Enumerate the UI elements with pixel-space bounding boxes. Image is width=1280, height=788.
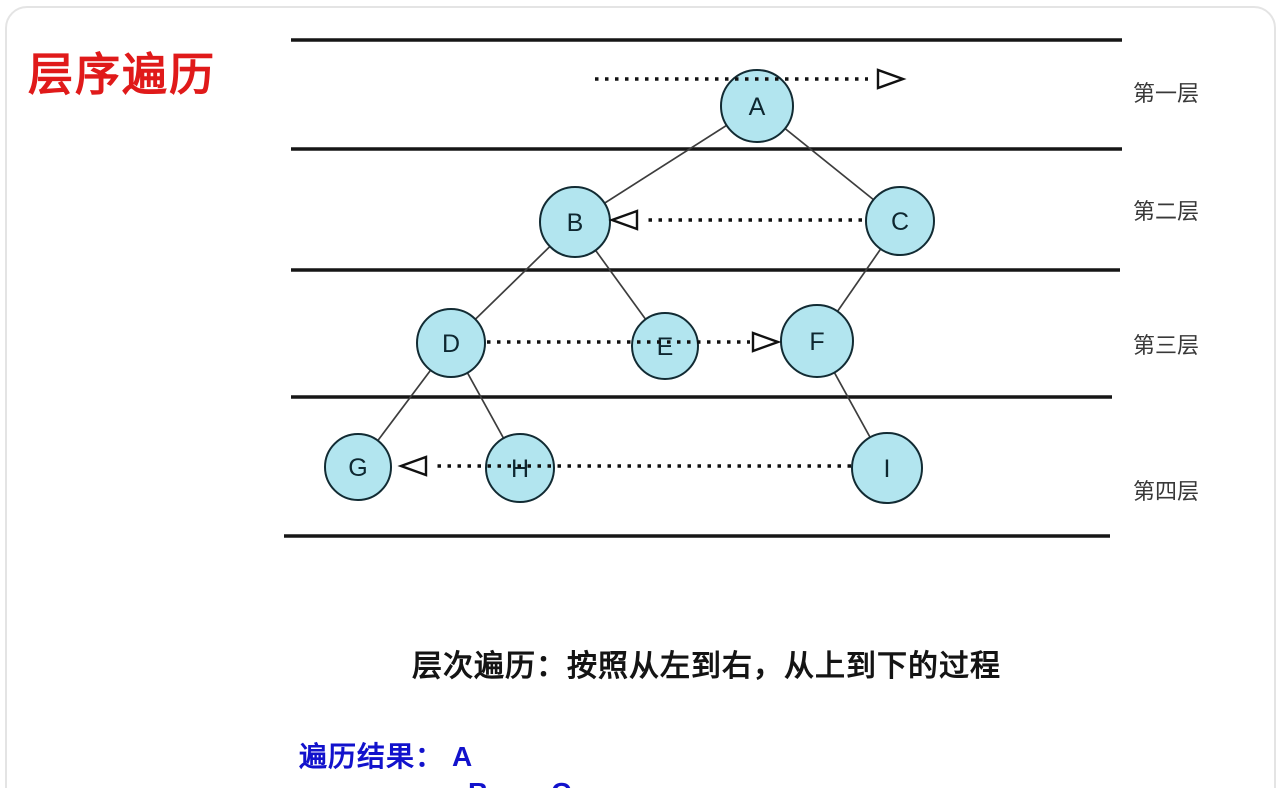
- tree-node-label-A: A: [749, 93, 766, 121]
- partial-glyph-2: C: [551, 778, 571, 788]
- partial-glyph-1: B: [468, 778, 488, 788]
- tree-diagram: A B C D E F G H I: [284, 38, 1122, 538]
- tree-node-label-D: D: [442, 330, 460, 358]
- tree-node-D: D: [416, 308, 486, 378]
- tree-node-label-F: F: [809, 328, 824, 356]
- arrowhead-left-icon: [608, 209, 639, 231]
- tree-node-label-I: I: [884, 455, 891, 483]
- tree-node-A: A: [720, 69, 794, 143]
- layer-label-2: 第二层: [1133, 199, 1200, 224]
- tree-node-label-H: H: [511, 455, 529, 483]
- tree-node-F: F: [780, 304, 854, 378]
- tree-node-G: G: [324, 433, 392, 501]
- traversal-result-value: A: [452, 741, 474, 772]
- traversal-arrow-layer-2: [608, 209, 862, 231]
- tree-node-label-E: E: [657, 333, 674, 361]
- layer-label-1: 第一层: [1133, 81, 1200, 106]
- layer-label-3: 第三层: [1133, 333, 1200, 358]
- tree-node-H: H: [485, 433, 555, 503]
- tree-node-E: E: [631, 312, 699, 380]
- traversal-arrow-layer-3: [487, 331, 782, 353]
- traversal-arrow-layer-1: [595, 68, 907, 90]
- traversal-result-line: 遍历结果：A: [299, 735, 473, 775]
- tree-node-label-B: B: [567, 209, 584, 237]
- layer-label-4: 第四层: [1133, 479, 1200, 504]
- traversal-arrow-layer-4: [397, 455, 851, 477]
- caption-text: 层次遍历：按照从左到右，从上到下的过程: [412, 650, 1001, 683]
- arrowhead-right-icon: [876, 68, 907, 90]
- result-next-line-partial: B C: [460, 778, 660, 788]
- tree-node-I: I: [851, 432, 923, 504]
- traversal-result-label: 遍历结果：: [299, 741, 445, 772]
- tree-node-label-G: G: [348, 454, 367, 482]
- page-title: 层序遍历: [28, 49, 217, 100]
- tree-node-B: B: [539, 186, 611, 258]
- tree-node-label-C: C: [891, 208, 909, 236]
- arrowhead-right-icon: [751, 331, 782, 353]
- tree-node-C: C: [865, 186, 935, 256]
- arrowhead-left-icon: [397, 455, 428, 477]
